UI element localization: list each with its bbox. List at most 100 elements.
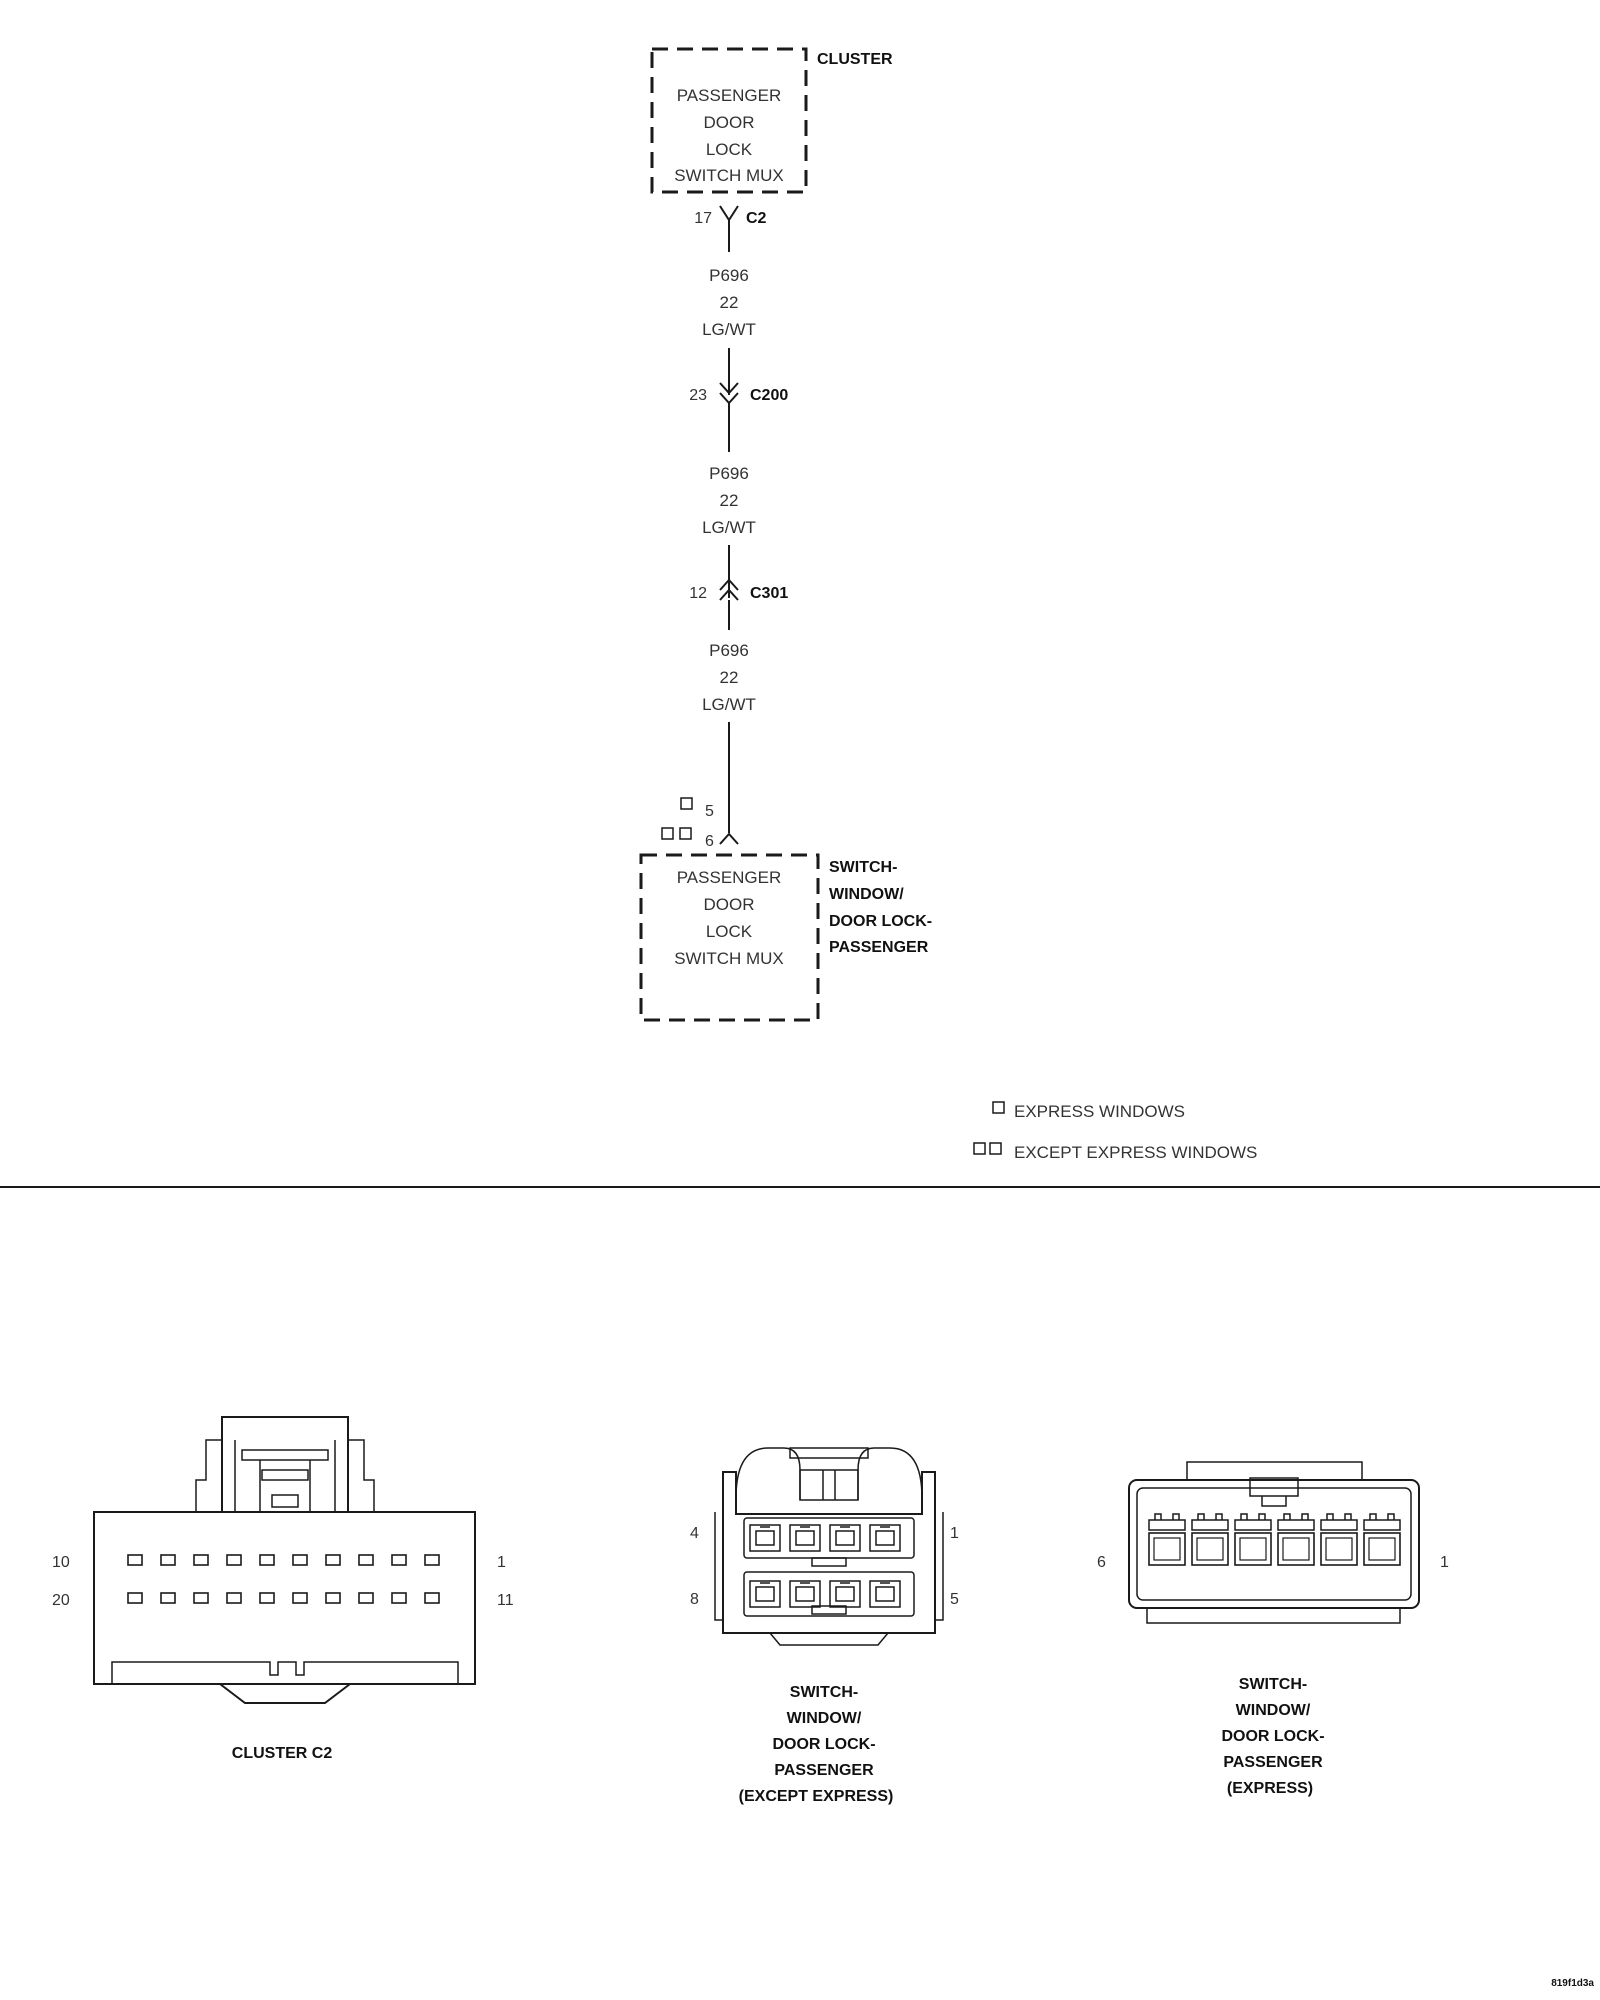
connector-body: [722, 1471, 936, 1634]
connector-body: [1128, 1479, 1420, 1609]
connector-label-line: PASSENGER: [774, 1762, 874, 1779]
pin-cavity: [1363, 1532, 1401, 1566]
pin-cavity: [869, 1580, 901, 1608]
cluster-box-line: LOCK: [706, 140, 753, 159]
switch-box-line: DOOR: [704, 895, 755, 914]
pin-number: 1: [497, 1554, 506, 1571]
cluster-box-line: SWITCH MUX: [674, 166, 784, 185]
switch-express-connector: 6 1: [1097, 1461, 1449, 1624]
pin-cavity: [1277, 1513, 1315, 1531]
pin-cavity: [749, 1524, 781, 1552]
pin-cavity: [1191, 1513, 1229, 1531]
wire-circuit: P696: [709, 641, 749, 660]
pin-cavity: [789, 1580, 821, 1608]
pin-cavities: [1148, 1513, 1401, 1566]
pin-cavity: [292, 1592, 308, 1604]
square-icon: [680, 797, 693, 810]
connector-label-line: SWITCH-: [1239, 1676, 1307, 1693]
square-icon: [661, 827, 674, 840]
pin-cavities: [127, 1554, 440, 1604]
pin-cavity: [829, 1580, 861, 1608]
connector-label-line: DOOR LOCK-: [1221, 1728, 1324, 1745]
pin-number: 8: [690, 1591, 699, 1608]
connector-label: CLUSTER C2: [232, 1745, 333, 1762]
switch-label-line: WINDOW/: [829, 886, 904, 903]
legend: EXPRESS WINDOWS EXCEPT EXPRESS WINDOWS: [973, 1101, 1257, 1162]
pin-cavity: [160, 1592, 176, 1604]
pin-cavity: [1234, 1532, 1272, 1566]
pin-number: 1: [1440, 1554, 1449, 1571]
pin-cavity: [325, 1554, 341, 1566]
pin-cavity: [1191, 1532, 1229, 1566]
pin-cavity: [358, 1592, 374, 1604]
connector-label-line: DOOR LOCK-: [772, 1736, 875, 1753]
connector-label-line: PASSENGER: [1223, 1754, 1323, 1771]
double-square-icon: [989, 1142, 1002, 1155]
legend-text: EXPRESS WINDOWS: [1014, 1102, 1185, 1121]
pin-number: 20: [52, 1592, 70, 1609]
pin-cavity: [1153, 1537, 1181, 1561]
c200-name: C200: [750, 387, 788, 404]
pin-number: 1: [950, 1525, 959, 1542]
single-square-icon: [992, 1101, 1005, 1114]
pin-cavity: [1239, 1537, 1267, 1561]
cluster-box: [650, 47, 808, 194]
pin-cavity: [127, 1554, 143, 1566]
switch-except-connector: 4 1 8 5: [690, 1447, 959, 1646]
square-icon: [679, 827, 692, 840]
pin-cavity: [391, 1592, 407, 1604]
wire-gauge: 22: [720, 491, 739, 510]
switch-label-line: PASSENGER: [829, 939, 929, 956]
pin-cavity: [226, 1592, 242, 1604]
pin-cavity: [325, 1592, 341, 1604]
pin-cavity: [1196, 1537, 1224, 1561]
cluster-c2-connector: 10 1 20 11: [52, 1416, 514, 1704]
switch-connector-symbol: [719, 832, 739, 845]
pin-cavity: [391, 1554, 407, 1566]
pin-cavity: [358, 1554, 374, 1566]
c200-pin: 23: [689, 387, 707, 404]
pin-cavity: [749, 1580, 781, 1608]
pin-cavity: [1277, 1532, 1315, 1566]
connector-label-line: (EXCEPT EXPRESS): [739, 1788, 894, 1805]
pin-number: 10: [52, 1554, 70, 1571]
pin-cavity: [193, 1592, 209, 1604]
c301-name: C301: [750, 585, 788, 602]
pin-cavity: [1282, 1537, 1310, 1561]
pin-cavities: [749, 1524, 901, 1608]
wire-circuit: P696: [709, 266, 749, 285]
wire-color: LG/WT: [702, 695, 756, 714]
connector-body: [93, 1511, 476, 1685]
pin-cavity: [1320, 1513, 1358, 1531]
cluster-box-line: PASSENGER: [677, 86, 782, 105]
connector-label-line: WINDOW/: [787, 1710, 862, 1727]
pin-cavity: [424, 1592, 440, 1604]
switch-box: [639, 853, 820, 1022]
wire-circuit: P696: [709, 464, 749, 483]
pin-cavity: [1148, 1513, 1186, 1531]
switch-pin-except-express: 6: [705, 833, 714, 850]
switch-label-line: DOOR LOCK-: [829, 913, 932, 930]
pin-cavity: [829, 1524, 861, 1552]
c2-name: C2: [746, 210, 767, 227]
c2-pin: 17: [694, 210, 712, 227]
legend-text: EXCEPT EXPRESS WINDOWS: [1014, 1143, 1257, 1162]
pin-cavity: [1234, 1513, 1272, 1531]
switch-box-line: SWITCH MUX: [674, 949, 784, 968]
switch-box-line: PASSENGER: [677, 868, 782, 887]
pin-number: 4: [690, 1525, 699, 1542]
cluster-label: CLUSTER: [817, 51, 893, 68]
switch-pin-express: 5: [705, 803, 714, 820]
switch-box-line: LOCK: [706, 922, 753, 941]
connector-label-line: (EXPRESS): [1227, 1780, 1313, 1797]
c2-connector-symbol: [719, 205, 739, 252]
pin-cavity: [292, 1554, 308, 1566]
pin-cavity: [1368, 1537, 1396, 1561]
pin-cavity: [789, 1524, 821, 1552]
switch-label-line: SWITCH-: [829, 859, 897, 876]
pin-cavity: [193, 1554, 209, 1566]
pin-cavity: [226, 1554, 242, 1566]
pin-cavity: [127, 1592, 143, 1604]
pin-number: 11: [497, 1592, 514, 1609]
